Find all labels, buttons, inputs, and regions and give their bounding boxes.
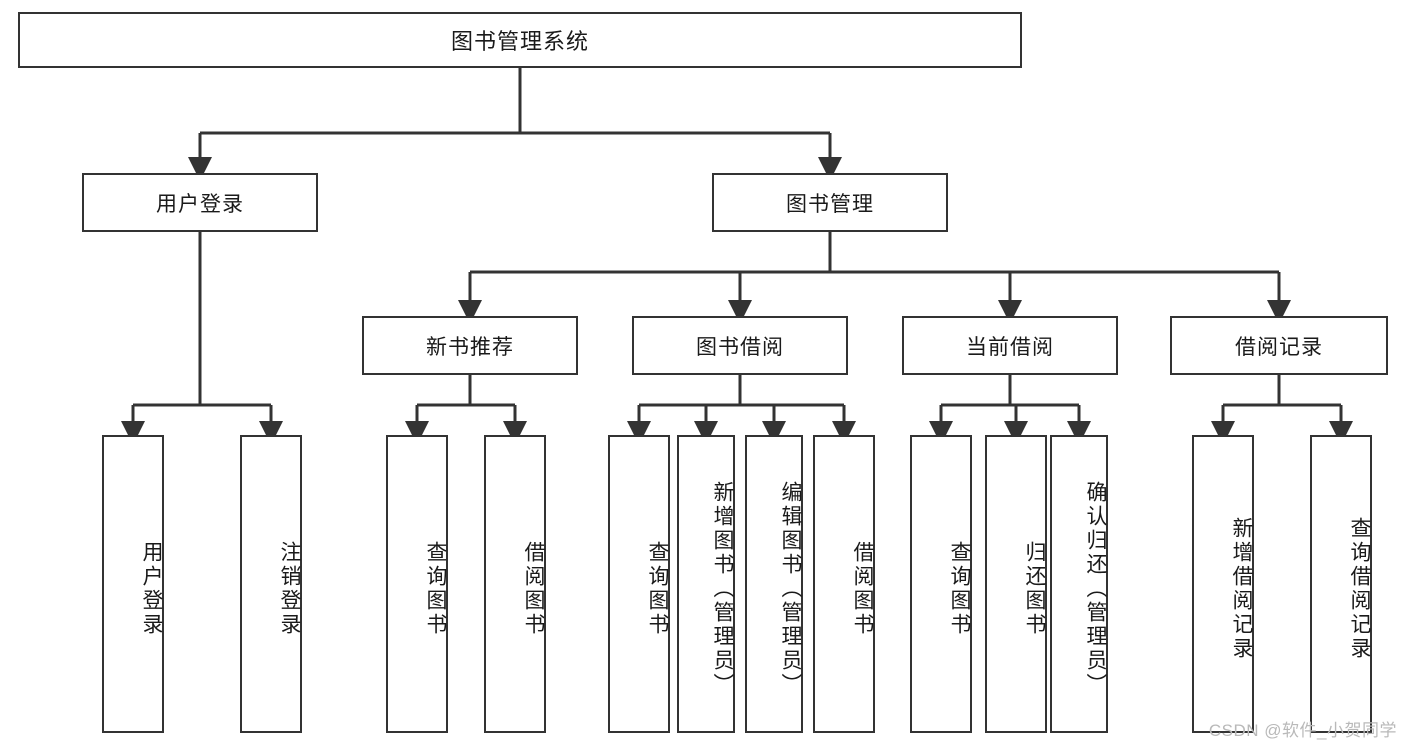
node-borrow-record[interactable]: 借阅记录 — [1170, 316, 1388, 375]
node-leaf-confirm-return[interactable]: 确认归还（管理员） — [1050, 435, 1108, 733]
node-leaf-query-record[interactable]: 查询借阅记录 — [1310, 435, 1372, 733]
node-leaf-user-login[interactable]: 用户登录 — [102, 435, 164, 733]
node-root-system[interactable]: 图书管理系统 — [18, 12, 1022, 68]
node-leaf-query-book-new[interactable]: 查询图书 — [386, 435, 448, 733]
node-new-book-recommend[interactable]: 新书推荐 — [362, 316, 578, 375]
node-leaf-borrow-book[interactable]: 借阅图书 — [813, 435, 875, 733]
node-leaf-add-record[interactable]: 新增借阅记录 — [1192, 435, 1254, 733]
node-leaf-query-book-current[interactable]: 查询图书 — [910, 435, 972, 733]
node-user-login[interactable]: 用户登录 — [82, 173, 318, 232]
node-leaf-query-book-borrow[interactable]: 查询图书 — [608, 435, 670, 733]
csdn-watermark: CSDN @软件_小贺同学 — [1208, 721, 1397, 740]
node-leaf-return-book[interactable]: 归还图书 — [985, 435, 1047, 733]
node-current-borrow[interactable]: 当前借阅 — [902, 316, 1118, 375]
node-leaf-borrow-book-new[interactable]: 借阅图书 — [484, 435, 546, 733]
node-book-borrow[interactable]: 图书借阅 — [632, 316, 848, 375]
node-leaf-edit-book[interactable]: 编辑图书（管理员） — [745, 435, 803, 733]
node-leaf-logout[interactable]: 注销登录 — [240, 435, 302, 733]
node-book-management[interactable]: 图书管理 — [712, 173, 948, 232]
node-leaf-add-book[interactable]: 新增图书（管理员） — [677, 435, 735, 733]
